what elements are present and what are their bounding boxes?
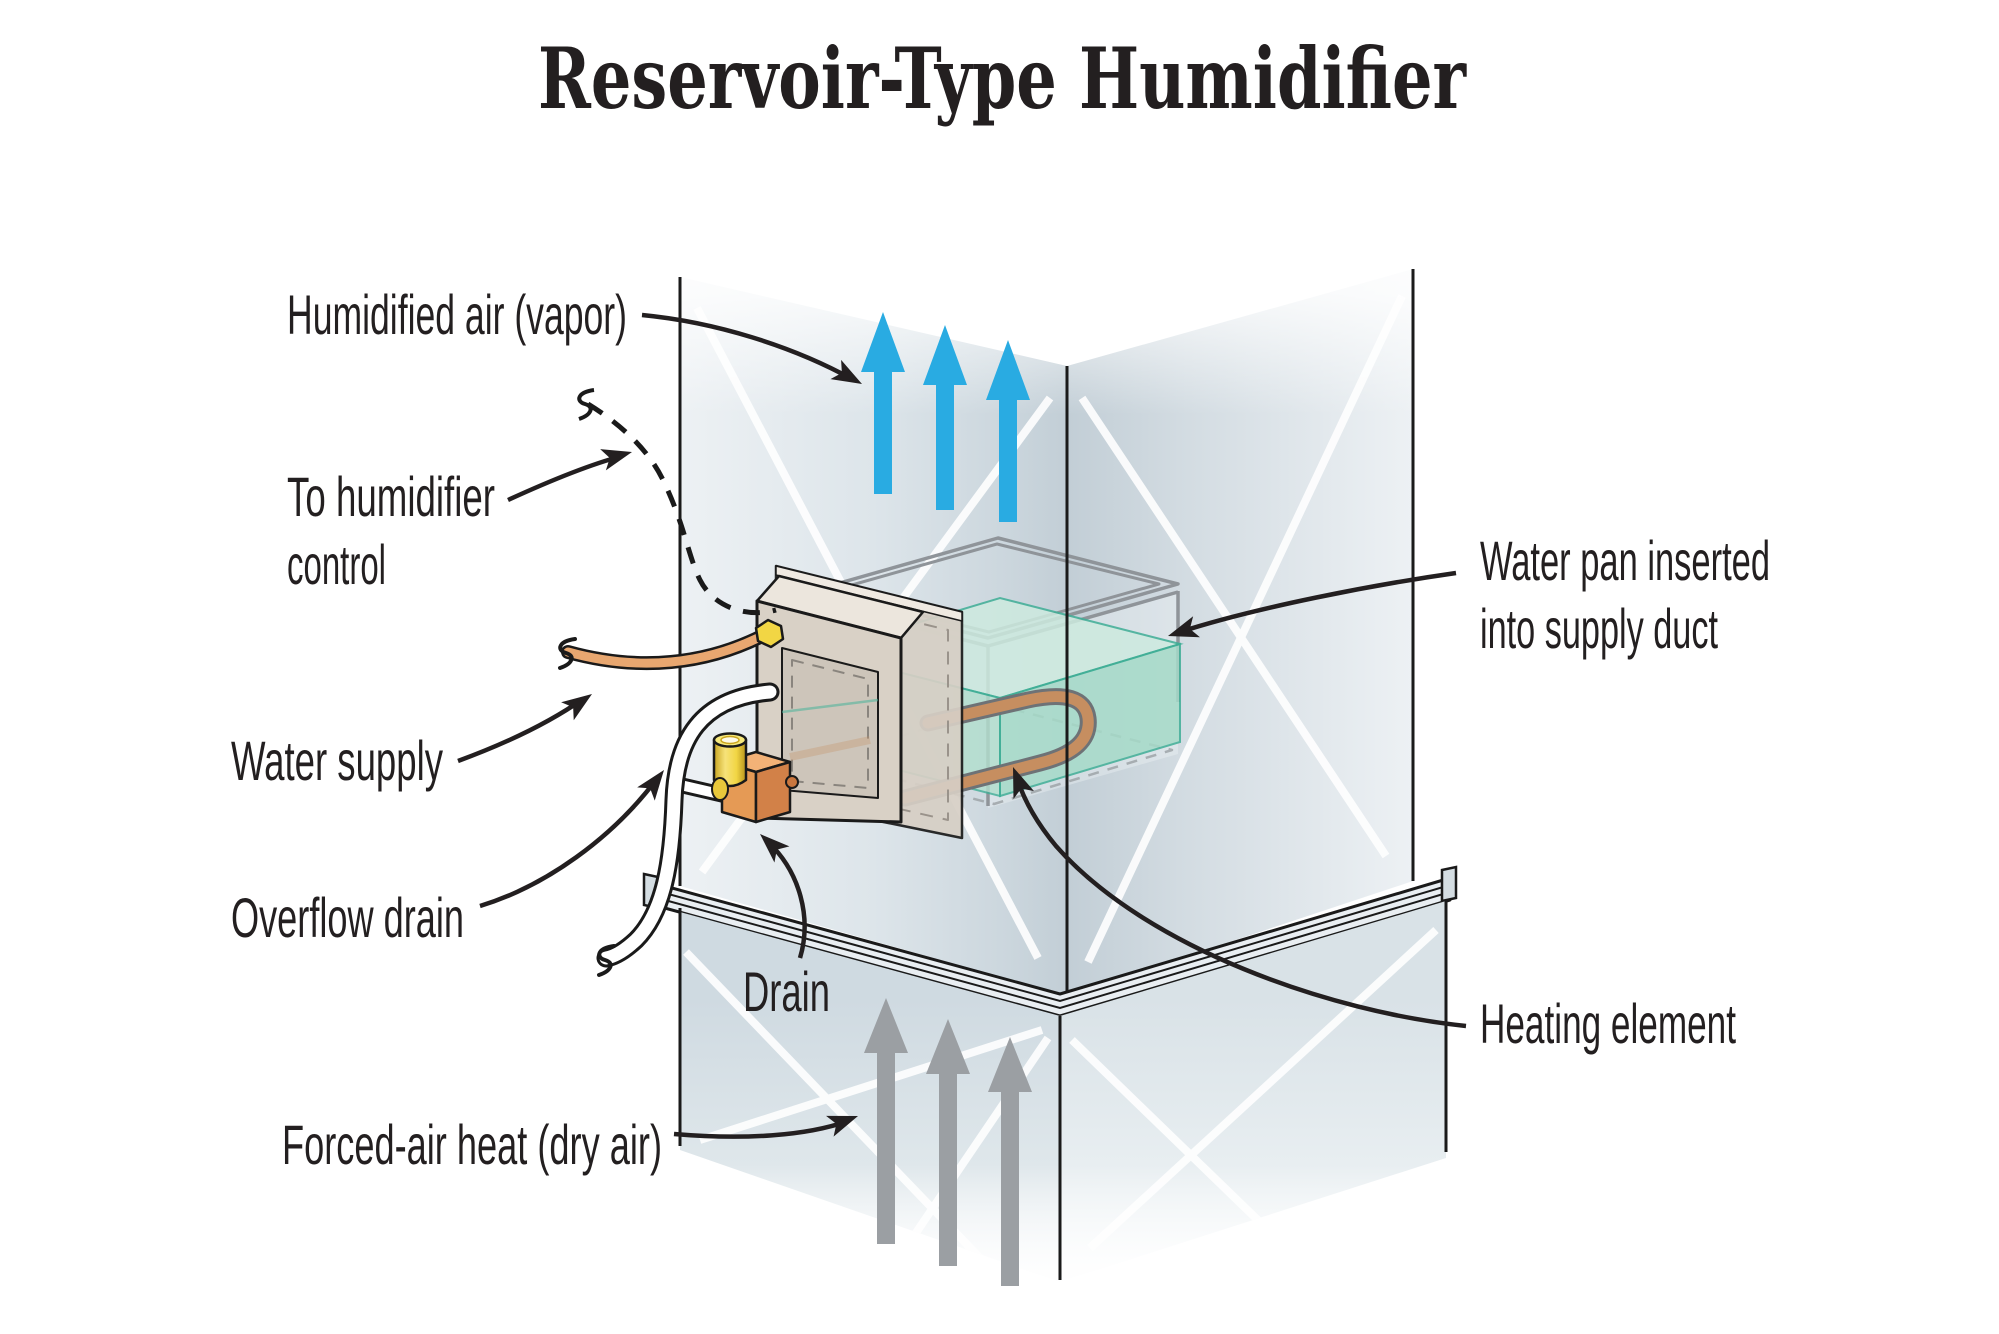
valve-coupling: [711, 777, 729, 801]
leader-water-supply: [457, 697, 585, 764]
pipe-break-symbol: [558, 637, 577, 670]
leader-forced-air: [673, 1118, 849, 1139]
duct-top-fade: [650, 195, 1450, 415]
leader-drain: [766, 840, 807, 959]
overflow-tube: [596, 682, 780, 977]
wire-break-symbol: [577, 388, 595, 421]
up-arrow-icon: [988, 1037, 1032, 1286]
label-heating-element: Heating element: [1480, 992, 1736, 1055]
element-seen-through: [789, 736, 871, 761]
mounting-plate-edge: [775, 565, 963, 622]
label-water-pan-1: Water pan inserted: [1480, 529, 1770, 592]
arrowhead-icon: [561, 694, 592, 721]
arrowhead-icon: [1168, 616, 1200, 638]
label-drain: Drain: [743, 960, 830, 1023]
label-forced-air: Forced-air heat (dry air): [282, 1113, 662, 1176]
label-humidified-air: Humidified air (vapor): [287, 283, 627, 346]
duct-edges-lower: [678, 901, 1448, 1280]
label-to-humidifier-1: To humidifier: [287, 465, 495, 528]
dry-air-arrows: [864, 998, 1032, 1286]
label-water-supply: Water supply: [231, 729, 443, 792]
leader-humidified-air: [641, 312, 854, 381]
leader-arrowheads: [561, 359, 1200, 1137]
leader-lines: [457, 312, 1467, 1139]
drain-valve-assembly: [674, 732, 799, 824]
heating-element-tube: [896, 688, 1097, 807]
humidifier-unit: [755, 564, 964, 840]
flange-end-right: [1440, 865, 1458, 903]
leader-to-humidifier: [507, 453, 623, 503]
leader-water-pan: [1179, 570, 1457, 635]
leader-heating-element: [1014, 777, 1467, 1029]
brass-nut: [754, 618, 785, 649]
valve-barrel-opening: [720, 735, 740, 745]
arrowhead-icon: [830, 359, 862, 384]
tube-break-symbol: [597, 944, 616, 977]
cover-recessed-panel: [781, 647, 879, 799]
labels: Reservoir-Type Humidifier Humidified air…: [231, 29, 1770, 1176]
label-to-humidifier-2: control: [287, 533, 386, 596]
duct-lower-left-face: [680, 912, 1060, 1282]
vapor-arrows: [861, 312, 1030, 522]
up-arrow-icon: [986, 340, 1030, 522]
up-arrow-icon: [923, 325, 967, 510]
label-overflow-drain: Overflow drain: [231, 886, 464, 949]
arrowhead-icon: [826, 1115, 858, 1137]
water-line-seen-through: [781, 698, 879, 714]
leader-overflow-drain: [479, 778, 658, 909]
supply-duct-lower: [678, 901, 1448, 1283]
cover-panel-hidden: [791, 659, 869, 789]
arrowhead-icon: [600, 449, 632, 471]
drain-block-nub: [785, 775, 799, 789]
up-arrow-icon: [926, 1019, 970, 1266]
control-wire-dashed: [577, 388, 777, 616]
up-arrow-icon: [861, 312, 905, 494]
label-water-pan-2: into supply duct: [1480, 597, 1718, 660]
arrowhead-icon: [760, 834, 790, 863]
arrowhead-icon: [637, 770, 664, 801]
drain-block-side: [754, 760, 792, 824]
up-arrow-icon: [864, 998, 908, 1244]
arrowhead-icon: [1013, 767, 1035, 799]
water-supply-pipe: [558, 618, 785, 671]
page-title: Reservoir-Type Humidifier: [538, 29, 1467, 128]
